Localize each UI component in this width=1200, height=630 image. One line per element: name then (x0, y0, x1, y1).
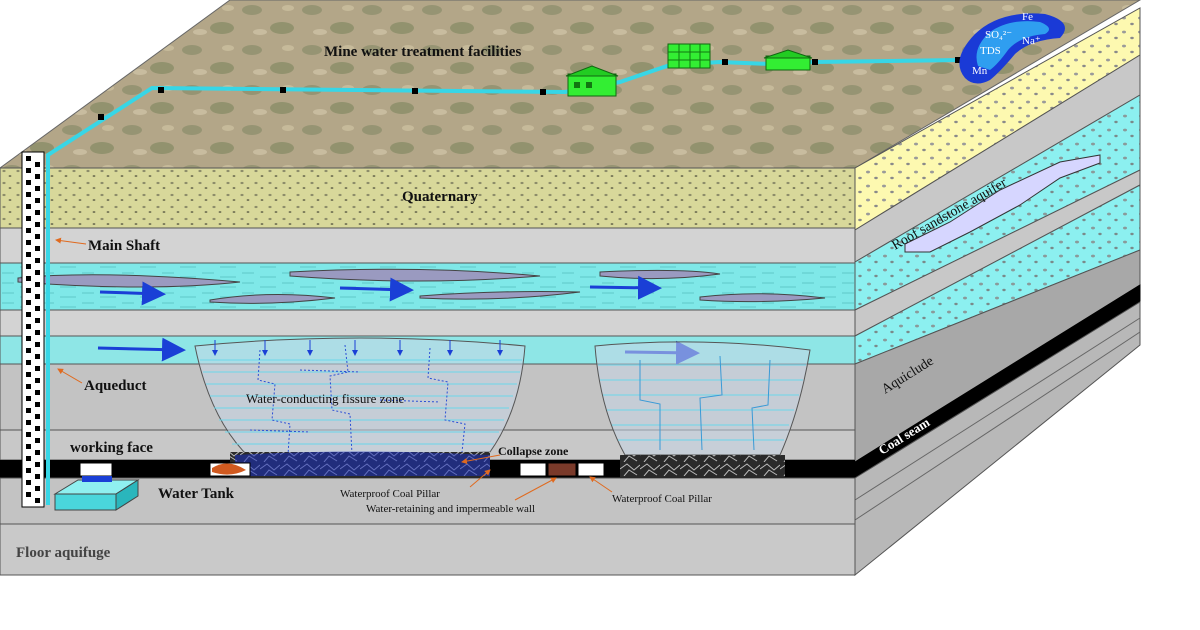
plume-fe: Fe (1022, 11, 1033, 23)
plume-tds: TDS (980, 45, 1001, 57)
arrow-icon (339, 277, 414, 302)
roof-aquifer-lens (904, 154, 1101, 253)
fissure-zone-left (194, 337, 526, 477)
arrow-icon (97, 337, 186, 362)
water-tank (53, 476, 140, 511)
label-aqueduct: Aqueduct (84, 378, 147, 394)
label-main-shaft: Main Shaft (88, 238, 160, 254)
label-quaternary: Quaternary (402, 189, 478, 205)
label-collapse-zone: Collapse zone (498, 444, 569, 458)
contamination-plume: SO₄²⁻ Fe Na⁺ TDS Mn (959, 11, 1065, 84)
label-pillar-left: Waterproof Coal Pillar (340, 488, 440, 500)
building-icon (667, 43, 711, 69)
label-wall: Water-retaining and impermeable wall (366, 503, 535, 515)
building-icon (763, 49, 813, 71)
pointer-lines (55, 237, 613, 501)
label-fissure-zone: Water-conducting fissure zone (246, 391, 404, 406)
arrow-icon (99, 281, 166, 306)
plume-mn: Mn (972, 65, 988, 77)
label-pillar-right: Waterproof Coal Pillar (612, 493, 712, 505)
arrow-icon (589, 275, 662, 300)
coal-pillars (79, 462, 605, 477)
label-water-tank: Water Tank (158, 486, 235, 502)
label-facilities: Mine water treatment facilities (324, 44, 521, 60)
building-icon (565, 65, 619, 97)
aquifer-lenses (17, 268, 826, 304)
plume-na: Na⁺ (1022, 35, 1041, 47)
side-face (854, 7, 1141, 577)
plume-so4: SO₄²⁻ (985, 29, 1012, 41)
fissure-zone-right (594, 341, 811, 477)
label-working-face: working face (70, 440, 153, 456)
main-shaft (21, 151, 45, 508)
label-floor: Floor aquifuge (16, 545, 111, 561)
